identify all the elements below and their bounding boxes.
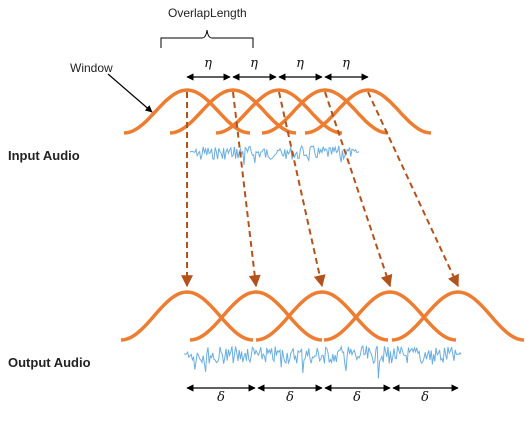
- eta-symbol: η: [204, 56, 212, 71]
- delta-symbol: δ: [286, 390, 294, 405]
- mapping-arrow: [278, 91, 326, 288]
- mapping-arrow: [367, 91, 459, 288]
- input-audio-waveform: [189, 144, 360, 166]
- window-curve: [123, 88, 251, 135]
- output-windows: [120, 290, 525, 342]
- window-curve: [304, 88, 432, 135]
- output-audio-waveform: [183, 344, 462, 379]
- window-label: Window: [70, 61, 113, 75]
- delta-symbol: δ: [217, 390, 225, 405]
- window-curve: [391, 290, 525, 342]
- mapping-arrows: [181, 91, 459, 288]
- window-curve: [255, 290, 389, 342]
- window-curve: [189, 290, 323, 342]
- window-curve: [261, 88, 389, 135]
- input-windows: [123, 88, 432, 135]
- overlap-length-bracket: [160, 29, 254, 48]
- eta-symbol: η: [296, 56, 304, 71]
- delta-symbol: δ: [353, 390, 361, 405]
- mapping-arrow: [324, 91, 393, 288]
- window-pointer-arrow: [107, 73, 153, 113]
- output-audio-label: Output Audio: [8, 355, 91, 370]
- window-curve: [323, 290, 457, 342]
- eta-symbol: η: [250, 56, 258, 71]
- delta-symbol: δ: [421, 390, 429, 405]
- eta-symbol: η: [342, 56, 350, 71]
- window-curve: [120, 290, 254, 342]
- mapping-arrow: [232, 91, 261, 288]
- window-curve: [169, 88, 297, 135]
- overlap-length-label: OverlapLength: [168, 6, 247, 20]
- input-audio-label: Input Audio: [8, 148, 80, 163]
